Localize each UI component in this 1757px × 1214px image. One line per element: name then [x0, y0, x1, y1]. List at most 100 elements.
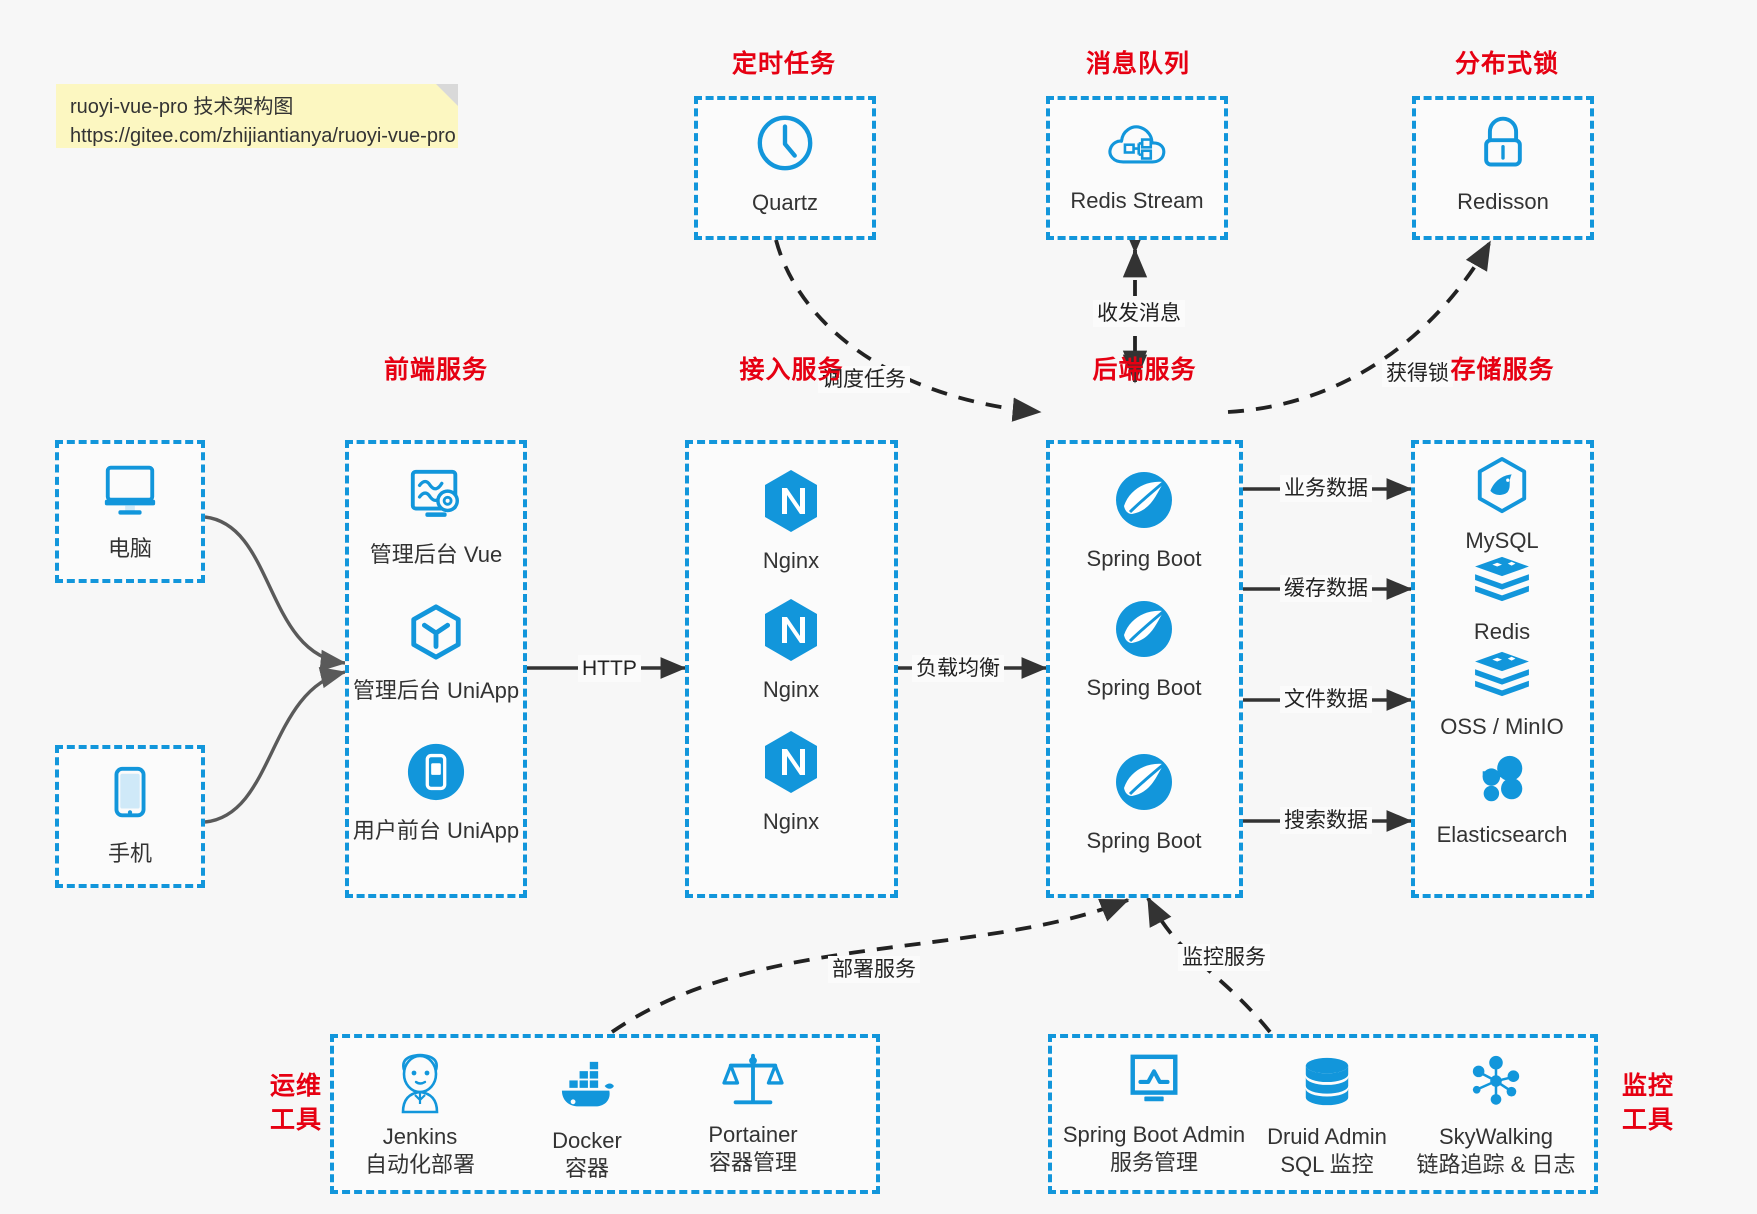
note-fold-icon [436, 84, 458, 106]
node-spring-boot-admin[interactable]: Spring Boot Admin 服务管理 [1058, 1052, 1250, 1176]
monitor-chart-icon [1123, 1052, 1185, 1115]
node-label: Spring Boot [1086, 828, 1202, 853]
node-desc: 自动化部署 [364, 1151, 475, 1177]
node-label: OSS / MinIO [1440, 714, 1564, 739]
node-desc: SQL 监控 [1280, 1151, 1374, 1177]
node-nginx-3[interactable]: Nginx [701, 729, 881, 836]
node-skywalking[interactable]: SkyWalking 链路追踪 & 日志 [1396, 1052, 1596, 1178]
edge-label-search-data: 搜索数据 [1280, 807, 1372, 835]
node-user-uniapp[interactable]: 用户前台 UniApp [346, 742, 526, 845]
elasticsearch-icon [1473, 752, 1531, 813]
edge-label-business-data: 业务数据 [1280, 475, 1372, 503]
group-label-devops-line2: 工具 [269, 1105, 322, 1134]
group-label-devops-line1: 运维 [269, 1072, 322, 1100]
node-label: SkyWalking [1438, 1124, 1554, 1149]
group-label-message-queue: 消息队列 [1085, 50, 1190, 78]
node-label: Nginx [762, 809, 820, 834]
edge-label-cache-data: 缓存数据 [1280, 575, 1372, 603]
node-redis-stream[interactable]: Redis Stream [1047, 116, 1227, 215]
desktop-icon [99, 460, 161, 523]
node-elasticsearch[interactable]: Elasticsearch [1412, 752, 1592, 849]
node-druid-admin[interactable]: Druid Admin SQL 监控 [1232, 1052, 1422, 1178]
edge-label-acquire-lock: 获得锁 [1382, 360, 1453, 388]
group-label-distributed-lock: 分布式锁 [1454, 50, 1559, 78]
node-label: 用户前台 UniApp [352, 818, 520, 843]
node-nginx-1[interactable]: Nginx [701, 468, 881, 575]
node-redisson[interactable]: Redisson [1413, 114, 1593, 216]
group-label-monitor-line2: 工具 [1621, 1105, 1674, 1134]
node-label: Redisson [1457, 189, 1549, 214]
node-label: MySQL [1465, 528, 1539, 553]
network-icon [1466, 1052, 1526, 1115]
note-line-1: ruoyi-vue-pro 技术架构图 [70, 96, 294, 118]
node-nginx-2[interactable]: Nginx [701, 597, 881, 704]
node-label: Redis [1473, 619, 1531, 644]
clock-icon [754, 112, 816, 179]
node-admin-uniapp[interactable]: 管理后台 UniApp [346, 602, 526, 705]
node-portainer[interactable]: Portainer 容器管理 [663, 1052, 843, 1176]
node-spring-boot-3[interactable]: Spring Boot [1054, 750, 1234, 855]
node-spring-boot-2[interactable]: Spring Boot [1054, 597, 1234, 702]
spring-icon [1112, 468, 1176, 537]
node-label: 管理后台 UniApp [352, 678, 520, 703]
node-mysql[interactable]: MySQL [1412, 456, 1592, 555]
group-label-backend: 后端服务 [1092, 356, 1197, 384]
cloud-node-icon [1106, 116, 1168, 175]
node-quartz[interactable]: Quartz [695, 112, 875, 217]
node-label: Nginx [762, 677, 820, 702]
node-spring-boot-1[interactable]: Spring Boot [1054, 468, 1234, 573]
node-desc: 容器 [564, 1155, 609, 1181]
edge-label-send-receive-msg: 收发消息 [1093, 300, 1185, 328]
node-label: Spring Boot Admin [1062, 1122, 1246, 1147]
scales-icon [722, 1052, 784, 1115]
node-redis[interactable]: Redis [1412, 555, 1592, 646]
node-label: Spring Boot [1086, 546, 1202, 571]
node-docker[interactable]: Docker 容器 [497, 1052, 677, 1182]
node-jenkins[interactable]: Jenkins 自动化部署 [330, 1052, 510, 1178]
node-label: 管理后台 Vue [369, 542, 503, 567]
node-label: Redis Stream [1070, 188, 1204, 213]
node-desc: 链路追踪 & 日志 [1416, 1151, 1576, 1177]
group-box-devops [330, 1034, 880, 1194]
jenkins-icon [390, 1052, 450, 1119]
node-oss-minio[interactable]: OSS / MinIO [1412, 650, 1592, 741]
lock-icon [1474, 114, 1532, 177]
node-label: Jenkins [382, 1124, 458, 1149]
title-note: ruoyi-vue-pro 技术架构图 https://gitee.com/zh… [56, 84, 458, 148]
group-box-gateway [685, 440, 898, 898]
mobile-icon [106, 765, 154, 830]
database-icon [1298, 1052, 1356, 1115]
group-label-monitor: 监控 工具 [1608, 1070, 1688, 1138]
note-line-2: https://gitee.com/zhijiantianya/ruoyi-vu… [70, 125, 456, 147]
edge-label-schedule-task: 调度任务 [818, 366, 910, 394]
group-label-frontend: 前端服务 [383, 356, 488, 384]
edge-label-monitor-service: 监控服务 [1178, 944, 1270, 972]
node-desc: 容器管理 [708, 1149, 797, 1175]
edge-label-load-balance: 负载均衡 [912, 655, 1004, 683]
node-label: 手机 [107, 841, 152, 866]
nginx-icon [761, 597, 821, 668]
spring-icon [1112, 750, 1176, 819]
edge-label-http: HTTP [578, 655, 641, 683]
node-phone[interactable]: 手机 [40, 765, 220, 868]
node-admin-vue[interactable]: 管理后台 Vue [346, 466, 526, 569]
node-label: 电脑 [107, 536, 152, 561]
group-label-scheduled-task: 定时任务 [731, 50, 836, 78]
group-label-gateway: 接入服务 [739, 356, 844, 384]
cube-icon [406, 602, 466, 667]
edge-label-file-data: 文件数据 [1280, 686, 1372, 714]
app-icon [406, 742, 466, 807]
spring-icon [1112, 597, 1176, 666]
group-box-message-queue [1046, 96, 1228, 240]
docker-icon [556, 1052, 618, 1117]
nginx-icon [761, 468, 821, 539]
oss-icon [1471, 650, 1533, 705]
mysql-icon [1473, 456, 1531, 521]
node-computer[interactable]: 电脑 [40, 460, 220, 563]
node-label: Druid Admin [1267, 1124, 1387, 1149]
node-label: Nginx [762, 548, 820, 573]
dashboard-icon [404, 466, 468, 529]
group-label-devops: 运维 工具 [256, 1070, 336, 1138]
node-desc: 服务管理 [1109, 1149, 1198, 1175]
